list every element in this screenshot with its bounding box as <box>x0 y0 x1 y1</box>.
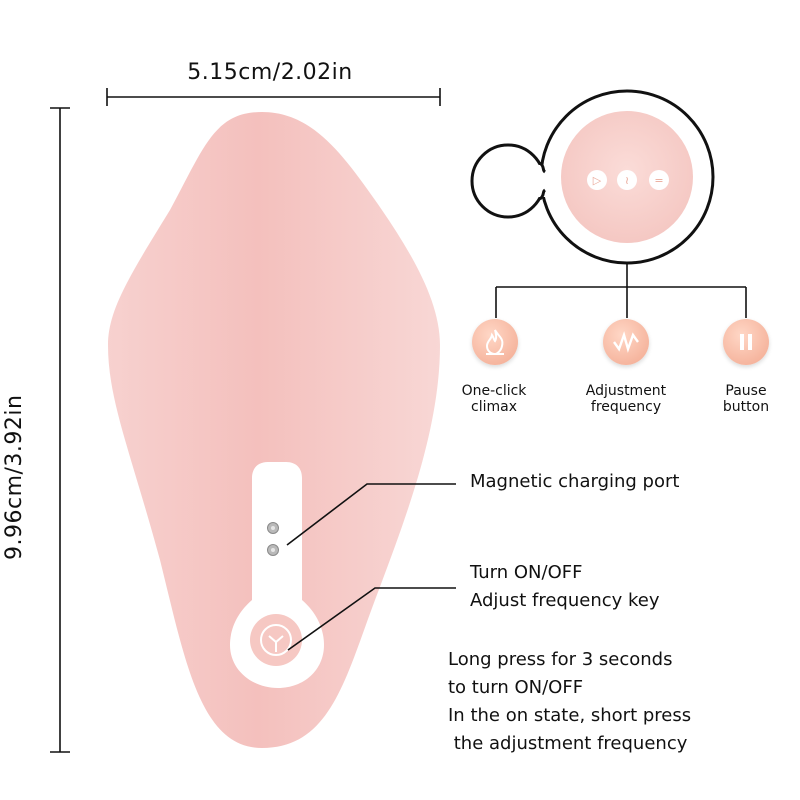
adjustment-frequency-button[interactable] <box>603 319 649 365</box>
power-key-callout-line <box>287 587 456 651</box>
height-dimension-line <box>50 107 70 753</box>
pause-icon <box>740 334 752 350</box>
device-body <box>108 112 440 748</box>
power-key-label-line2: Adjust frequency key <box>470 590 660 611</box>
pause-button[interactable] <box>723 319 769 365</box>
charging-port-callout-line <box>286 483 456 546</box>
remote-wave-icon[interactable]: ≀ <box>617 170 637 190</box>
width-dimension-line <box>106 88 441 106</box>
button-connector-lines <box>495 263 747 318</box>
remote-pause-icon[interactable]: = <box>649 170 669 190</box>
power-key-label-line1: Turn ON/OFF <box>470 562 583 583</box>
height-label: 9.96cm/3.92in <box>2 394 27 560</box>
instruction-text: Long press for 3 seconds to turn ON/OFF … <box>448 649 692 754</box>
flame-icon <box>485 329 504 356</box>
power-button[interactable] <box>250 614 302 666</box>
charging-pins <box>267 522 279 556</box>
width-label: 5.15cm/2.02in <box>187 60 353 85</box>
charging-port-label: Magnetic charging port <box>470 471 680 492</box>
zigzag-wave-icon <box>613 331 639 353</box>
one-click-climax-button[interactable] <box>472 319 518 365</box>
remote-play-icon[interactable]: ▷ <box>587 170 607 190</box>
